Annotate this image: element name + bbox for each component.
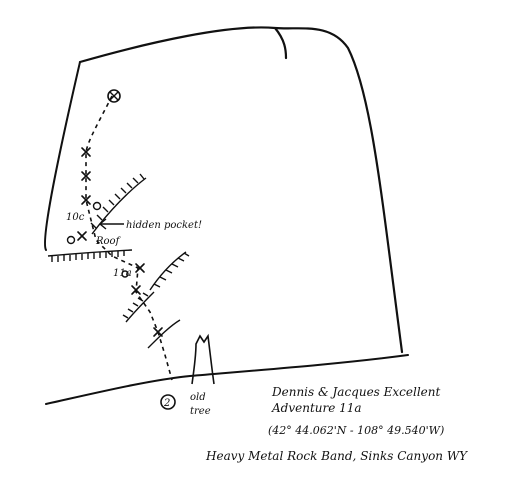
route-line	[85, 95, 173, 381]
anchor-icon	[107, 89, 121, 103]
route-name-line2: Adventure 11a	[271, 401, 362, 415]
location-label: Heavy Metal Rock Band, Sinks Canyon WY	[205, 449, 468, 463]
route-coordinates: (42° 44.062'N - 108° 49.540'W)	[268, 424, 444, 437]
ledge-lower-left	[122, 291, 155, 323]
bolt-icon	[153, 327, 163, 337]
pocket-arrow-icon	[98, 218, 124, 230]
old-tree-label-line2: tree	[190, 406, 211, 417]
ground-line	[45, 354, 409, 405]
bolt-icon	[81, 195, 91, 205]
bolt-icon	[81, 147, 91, 157]
grade-upper-label: 10c	[66, 212, 85, 223]
route-name-line1: Dennis & Jacques Excellent	[271, 385, 441, 399]
ledge-lower-right	[149, 251, 190, 291]
rock-outline	[78, 26, 404, 354]
gear-placement-icon	[66, 235, 76, 245]
rock-left-edge	[44, 61, 81, 251]
old-tree-icon	[191, 333, 215, 385]
route-number-label: 2	[163, 398, 170, 409]
grade-lower-label: 11a	[113, 268, 132, 279]
hidden-pocket-label: hidden pocket!	[126, 220, 202, 231]
roof-label: Roof	[95, 236, 122, 247]
gear-placement-icon	[92, 201, 102, 211]
route-number-badge	[160, 394, 176, 410]
ledge-small	[147, 319, 181, 349]
roof-ledge-upper	[90, 173, 147, 235]
bolt-icon	[135, 263, 145, 273]
roof-ledge-left	[47, 249, 133, 262]
old-tree-label-line1: old	[190, 392, 206, 403]
bolt-icon	[131, 285, 141, 295]
gear-placement-icon	[121, 270, 129, 278]
bolt-icon	[77, 231, 87, 241]
bolt-icon	[81, 171, 91, 181]
